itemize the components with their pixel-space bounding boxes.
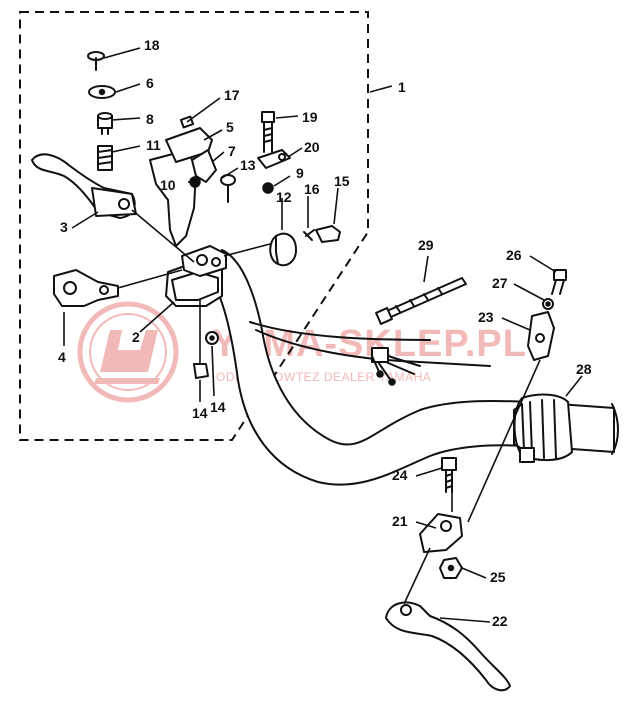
screw-13 (220, 174, 236, 203)
callout-5: 5 (226, 119, 234, 135)
callout-18: 18 (144, 37, 160, 53)
clutch-lever-3 (31, 153, 137, 219)
callout-17: 17 (224, 87, 240, 103)
callout-9: 9 (296, 165, 304, 181)
bolt-19 (261, 111, 275, 153)
screw-18 (87, 51, 105, 71)
callout-15: 15 (334, 173, 350, 189)
nut-14a (193, 363, 209, 379)
bracket-4 (53, 269, 119, 307)
callout-13: 13 (240, 157, 256, 173)
brake-lever-22 (385, 601, 511, 692)
callout-14b: 14 (210, 399, 226, 415)
callout-11: 11 (146, 137, 161, 153)
washer-20 (257, 149, 291, 169)
callout-22: 22 (492, 613, 508, 629)
callout-1: 1 (398, 79, 406, 95)
callout-28: 28 (576, 361, 592, 377)
callout-25: 25 (490, 569, 506, 585)
callout-26: 26 (506, 247, 522, 263)
callout-23: 23 (478, 309, 494, 325)
clamp-12 (269, 232, 297, 267)
leader-lines (63, 47, 583, 623)
switch-assembly (149, 115, 217, 247)
right-switch-28 (513, 393, 573, 463)
bracket-23 (527, 311, 555, 361)
nut-9 (262, 182, 274, 194)
callout-7: 7 (228, 143, 236, 159)
callout-2: 2 (132, 329, 140, 345)
cable-tie-29 (375, 277, 467, 325)
callout-labels: 1 2 3 4 5 6 7 8 9 10 11 12 13 14 14 15 1… (58, 37, 592, 629)
callout-27: 27 (492, 275, 508, 291)
watermark: YAMA-SKLEP.PL ODPIECHOWTEZ DEALER YAMAHA (77, 301, 526, 403)
bolt-26 (551, 269, 567, 295)
bolt-24 (441, 457, 457, 493)
wiring-connector (371, 347, 421, 386)
holder-21 (419, 513, 463, 553)
plate-6 (88, 85, 116, 99)
callout-24: 24 (392, 467, 408, 483)
bolt-15 (315, 225, 341, 243)
spring-11 (97, 145, 113, 171)
callout-20: 20 (304, 139, 320, 155)
washer-27 (542, 298, 554, 310)
nut-8 (97, 112, 113, 135)
spring-16 (303, 229, 315, 241)
callout-14a: 14 (192, 405, 208, 421)
callout-8: 8 (146, 111, 154, 127)
assembly-1-boundary (19, 11, 369, 441)
callout-3: 3 (60, 219, 68, 235)
callout-6: 6 (146, 75, 154, 91)
callout-19: 19 (302, 109, 318, 125)
callout-16: 16 (304, 181, 320, 197)
callout-10: 10 (160, 177, 176, 193)
callout-21: 21 (392, 513, 408, 529)
nut-14b (205, 331, 219, 345)
watermark-logo-icon (77, 301, 179, 403)
lever-holder-2 (165, 245, 227, 307)
callout-12: 12 (276, 189, 292, 205)
nut-25 (439, 557, 463, 579)
callout-29: 29 (418, 237, 434, 253)
callout-4: 4 (58, 349, 66, 365)
